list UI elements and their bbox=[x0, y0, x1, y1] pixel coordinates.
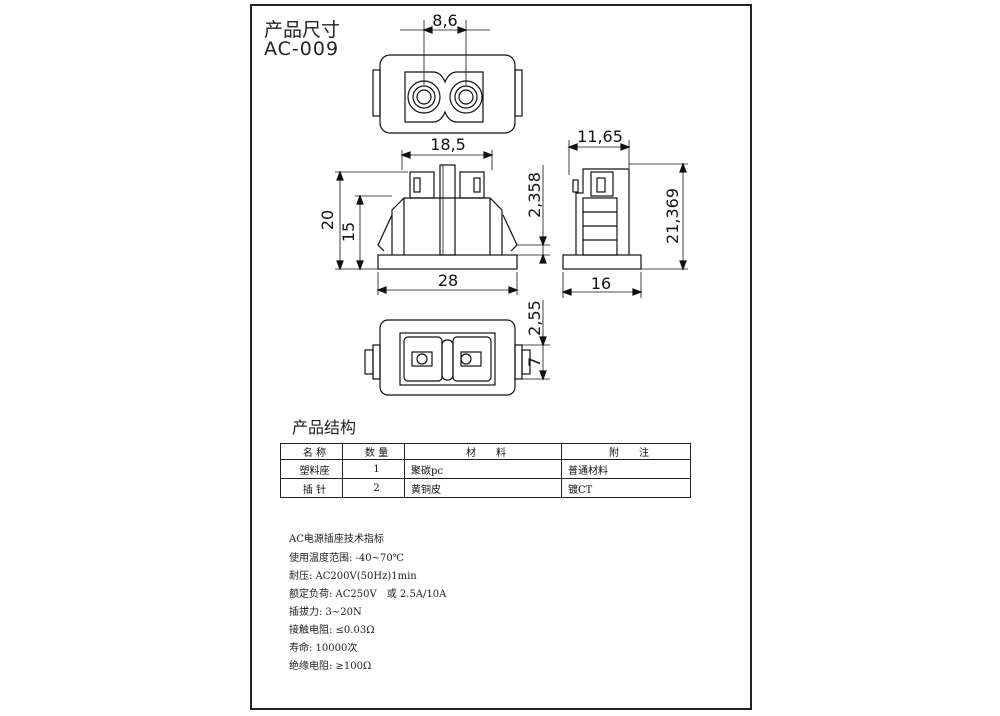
dim-side-height: 21,369 bbox=[663, 188, 682, 244]
product-structure-title: 产品结构 bbox=[292, 418, 357, 437]
table-row: 塑料座 1 聚碳pc 普通材料 bbox=[280, 459, 691, 479]
parts-table: 名 称 数 量 材 料 附 注 塑料座 1 聚碳pc 普通材料 插 针 2 黄铜… bbox=[280, 443, 691, 498]
spec-line: 寿命: 10000次 bbox=[289, 643, 358, 654]
table-row: 插 针 2 黄铜皮 镀CT bbox=[280, 478, 691, 498]
table-cell: 镀CT bbox=[561, 478, 691, 498]
product-dimensions-title: 产品尺寸 bbox=[264, 19, 341, 41]
dim-side-width: 16 bbox=[591, 274, 611, 293]
dim-gap: 2,55 bbox=[525, 300, 544, 336]
dim-total-height: 20 bbox=[318, 210, 337, 230]
spec-heading: AC电源插座技术指标 bbox=[289, 534, 384, 545]
dim-top-width: 18,5 bbox=[430, 135, 466, 154]
column-header: 名 称 bbox=[280, 443, 343, 460]
dim-pin-spacing: 8,6 bbox=[432, 11, 457, 30]
dim-body-height: 15 bbox=[339, 222, 358, 242]
table-cell: 1 bbox=[342, 459, 405, 479]
spec-line: 插拔力: 3~20N bbox=[289, 607, 362, 618]
top-view bbox=[372, 20, 523, 134]
spec-line: 耐压: AC200V(50Hz)1min bbox=[289, 571, 417, 582]
model-number: AC-009 bbox=[264, 38, 340, 60]
column-header: 附 注 bbox=[561, 443, 691, 460]
spec-line: 使用温度范围: -40~70℃ bbox=[289, 553, 404, 564]
column-header: 材 料 bbox=[404, 443, 562, 460]
front-view bbox=[335, 150, 550, 295]
table-cell: 聚碳pc bbox=[404, 459, 562, 479]
column-header: 数 量 bbox=[342, 443, 405, 460]
table-cell: 普通材料 bbox=[561, 459, 691, 479]
table-cell: 塑料座 bbox=[280, 459, 343, 479]
dim-flange-height: 2,358 bbox=[525, 172, 544, 218]
dim-base-width: 28 bbox=[438, 271, 458, 290]
spec-line: 额定负荷: AC250V 或 2.5A/10A bbox=[289, 589, 447, 600]
spec-line: 接触电阻: ≤0.03Ω bbox=[289, 625, 375, 636]
table-cell: 黄铜皮 bbox=[404, 478, 562, 498]
table-cell: 2 bbox=[342, 478, 405, 498]
table-cell: 插 针 bbox=[280, 478, 343, 498]
side-view bbox=[561, 140, 688, 298]
dim-panel-thickness: 7 bbox=[525, 357, 544, 367]
spec-line: 绝缘电阻: ≥100Ω bbox=[289, 661, 372, 672]
dim-depth: 11,65 bbox=[577, 127, 623, 146]
drawing-sheet-frame bbox=[250, 4, 752, 710]
table-header-row: 名 称 数 量 材 料 附 注 bbox=[280, 443, 691, 460]
bottom-view bbox=[364, 300, 550, 396]
